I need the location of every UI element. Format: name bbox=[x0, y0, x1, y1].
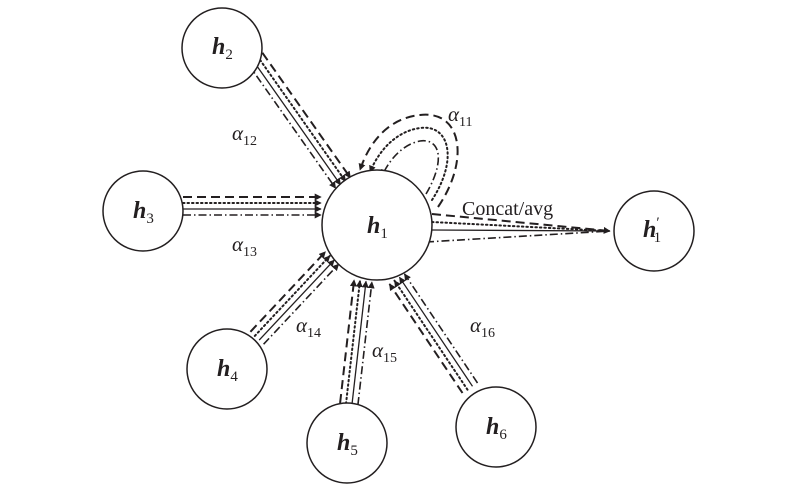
edge-h4-dotted bbox=[253, 254, 331, 337]
edge-h2-dotted bbox=[256, 55, 347, 183]
node-h4-label: h4 bbox=[217, 356, 238, 385]
edge-h4-solid bbox=[258, 259, 335, 341]
attention-edges bbox=[182, 52, 611, 406]
edge-h5-solid bbox=[351, 280, 369, 405]
edge-h2-dashdot bbox=[246, 62, 337, 189]
node-h1-label: h1 bbox=[367, 213, 388, 242]
node-h2-circle[interactable] bbox=[181, 7, 263, 89]
edge-h2-solid bbox=[251, 59, 342, 186]
edge-h6-dotted bbox=[393, 279, 469, 391]
node-h1-prime-label: h′1 bbox=[643, 215, 661, 246]
edge-output-dashdot bbox=[425, 230, 611, 243]
node-h3-label: h3 bbox=[133, 198, 154, 227]
self-attention-loop bbox=[358, 113, 459, 208]
edge-output-dotted bbox=[431, 221, 611, 232]
weight-alpha-14: α14 bbox=[296, 313, 321, 341]
weight-alpha-12: α12 bbox=[232, 121, 257, 149]
self-loop-dashed bbox=[358, 113, 459, 208]
edge-h5-dashed bbox=[339, 279, 357, 404]
edge-h5-dotted bbox=[345, 279, 363, 405]
weight-alpha-15: α15 bbox=[372, 338, 397, 366]
weight-alpha-16: α16 bbox=[470, 313, 495, 341]
weight-alpha-11: α11 bbox=[448, 102, 473, 130]
edge-h5-dashdot bbox=[357, 281, 375, 406]
edge-h6-dashdot bbox=[403, 273, 479, 384]
node-h4-circle[interactable] bbox=[186, 328, 268, 410]
node-h1-prime-circle[interactable] bbox=[613, 190, 695, 272]
node-h3-circle[interactable] bbox=[102, 170, 184, 252]
node-h5-label: h5 bbox=[337, 430, 358, 459]
aggregation-label: Concat/avg bbox=[462, 198, 553, 220]
edge-h4-dashed bbox=[249, 251, 327, 333]
node-h5-circle[interactable] bbox=[306, 402, 388, 484]
weight-alpha-13: α13 bbox=[232, 232, 257, 260]
node-h6-label: h6 bbox=[486, 414, 507, 443]
node-h6-circle[interactable] bbox=[455, 386, 537, 468]
edge-h6-solid bbox=[398, 276, 474, 387]
node-h2-label: h2 bbox=[212, 34, 233, 63]
edge-h6-dashed bbox=[388, 283, 464, 394]
edge-h2-dashed bbox=[261, 52, 352, 179]
edge-output-dashed bbox=[431, 213, 611, 234]
self-loop-dashdot bbox=[381, 140, 440, 195]
edge-output-solid bbox=[431, 229, 611, 232]
edge-h4-dashdot bbox=[263, 263, 340, 345]
node-h1-circle[interactable] bbox=[321, 169, 433, 281]
